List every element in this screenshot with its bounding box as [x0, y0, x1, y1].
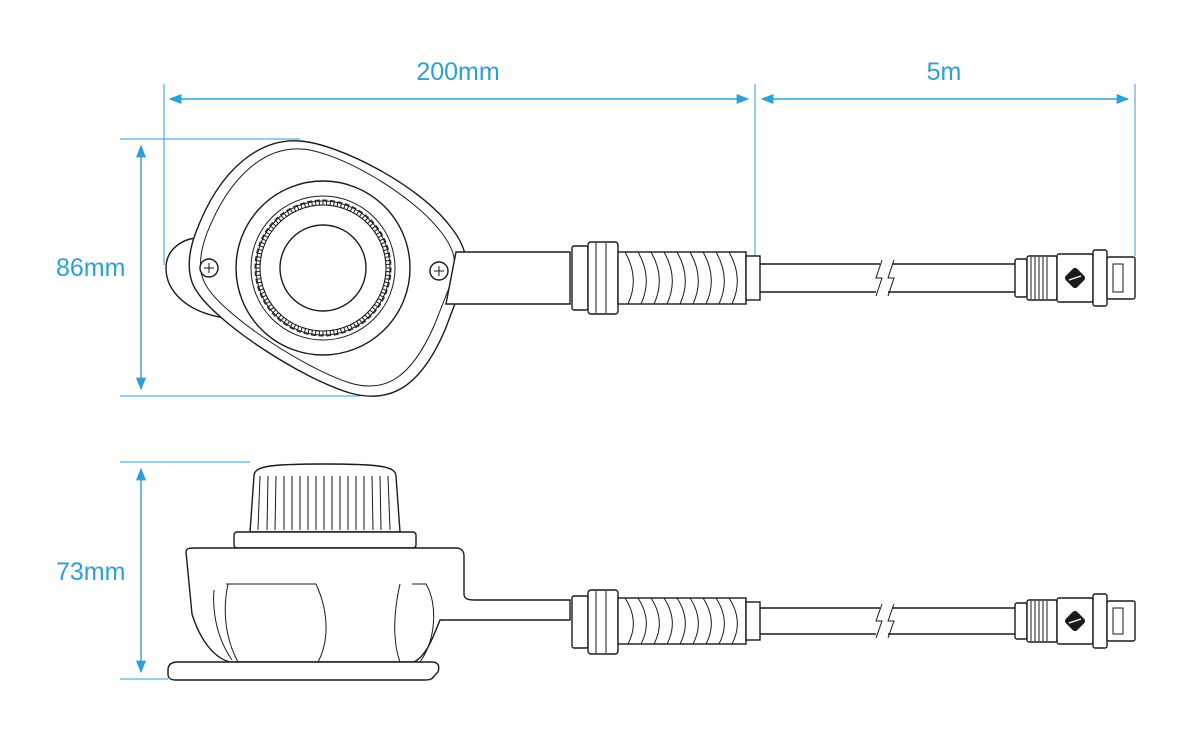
top-view: [165, 140, 1136, 397]
dimension-label-length-cable: 5m: [927, 58, 962, 86]
knob-teeth-ring: [254, 199, 392, 337]
dimension-200mm: 200mm: [163, 58, 756, 265]
dimension-label-length-body: 200mm: [416, 58, 499, 86]
dimension-label-height-top: 86mm: [56, 254, 125, 282]
phillips-screw-icon: [429, 261, 449, 281]
phillips-screw-icon: [199, 258, 219, 278]
connector-logo-icon: [1064, 267, 1086, 289]
dimension-label-height-side: 73mm: [56, 558, 125, 586]
side-view: [167, 463, 1136, 681]
connector-logo-icon: [1064, 610, 1086, 632]
dimension-86mm: 86mm: [56, 138, 360, 397]
dimension-5m: 5m: [760, 58, 1136, 256]
dimension-73mm: 73mm: [56, 461, 250, 680]
